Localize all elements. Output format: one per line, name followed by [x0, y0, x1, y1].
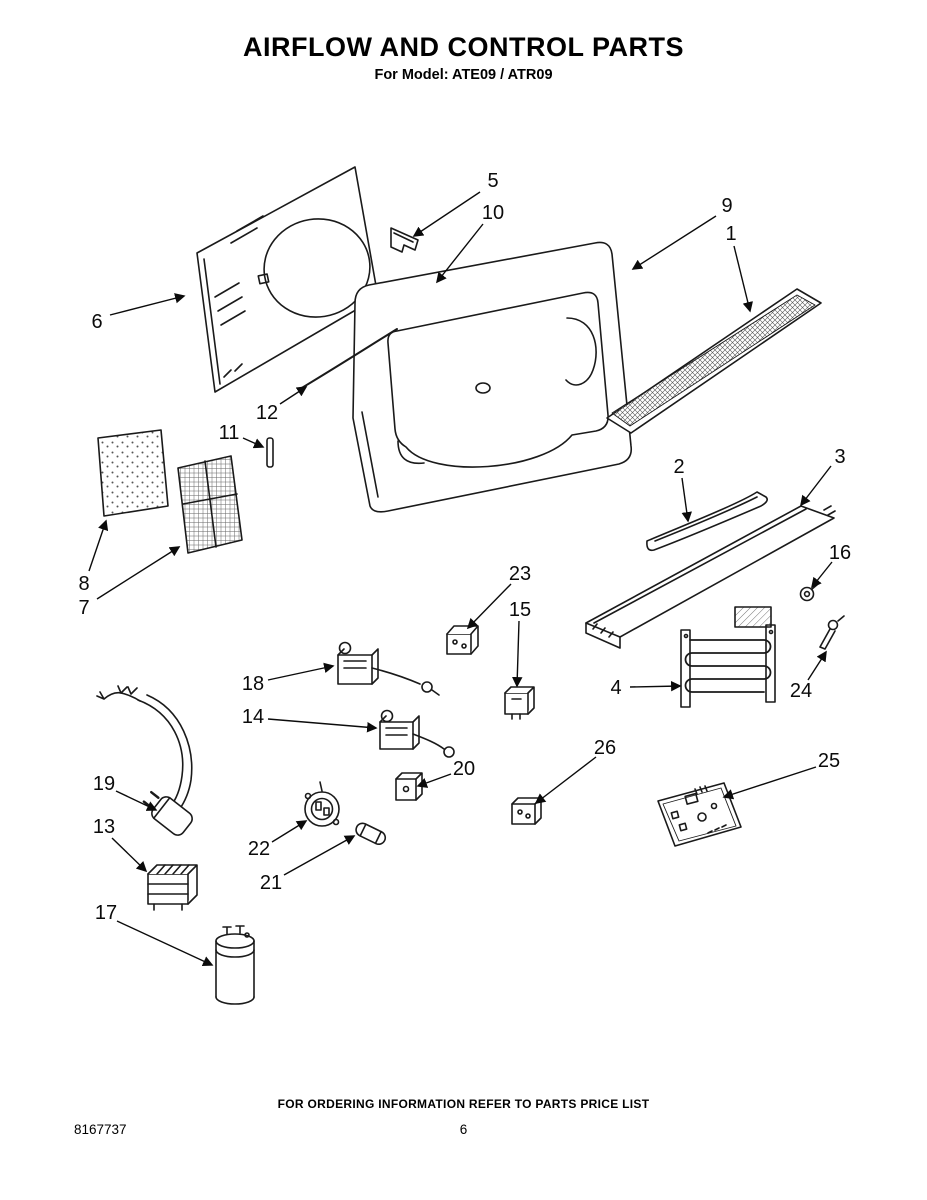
callout-arrow-24 — [807, 650, 827, 681]
part-tube — [299, 328, 398, 390]
callout-arrow-18 — [267, 662, 335, 681]
callout-number-22: 22 — [248, 838, 270, 860]
callout-number-21: 21 — [260, 872, 282, 894]
callout-arrow-5 — [412, 191, 481, 237]
part-grommet — [799, 583, 819, 602]
page-header: AIRFLOW AND CONTROL PARTS For Model: ATE… — [0, 32, 927, 83]
callout-arrow-3 — [800, 465, 832, 507]
callout-arrow-6 — [109, 293, 186, 316]
page-title: AIRFLOW AND CONTROL PARTS — [243, 32, 684, 62]
part-switch-15 — [504, 686, 535, 720]
callout-number-26: 26 — [594, 737, 616, 759]
part-air-filter — [177, 455, 243, 554]
callout-arrow-2 — [681, 477, 692, 523]
callout-arrow-9 — [631, 215, 717, 270]
document-number: 8167737 — [74, 1122, 127, 1137]
callout-number-10: 10 — [482, 202, 504, 224]
callout-number-5: 5 — [487, 170, 498, 192]
callout-number-15: 15 — [509, 599, 531, 621]
part-thermostat-18 — [337, 641, 440, 696]
callout-number-24: 24 — [790, 680, 812, 702]
callout-number-23: 23 — [509, 563, 531, 585]
callout-arrow-15 — [512, 620, 523, 688]
callout-arrow-16 — [811, 561, 833, 589]
part-bracket — [390, 227, 419, 253]
part-capacitor — [215, 925, 255, 1005]
callout-arrow-21 — [283, 835, 356, 876]
part-receptacle — [304, 781, 340, 827]
callout-number-3: 3 — [834, 446, 845, 468]
callout-arrow-4 — [629, 680, 682, 692]
callout-arrow-7 — [96, 546, 181, 600]
part-heater-coil — [680, 606, 776, 708]
part-fuse — [355, 822, 387, 846]
callout-number-1: 1 — [725, 223, 736, 245]
callout-arrow-20 — [416, 773, 452, 788]
page-number: 6 — [459, 1122, 468, 1137]
callout-number-6: 6 — [91, 311, 102, 333]
callout-arrow-23 — [466, 583, 512, 630]
part-switch-23 — [446, 625, 479, 655]
callout-number-2: 2 — [673, 456, 684, 478]
part-air-shroud — [352, 241, 633, 513]
callout-arrow-26 — [534, 756, 597, 804]
callout-number-17: 17 — [95, 902, 117, 924]
part-switch-26 — [511, 797, 542, 825]
callout-number-20: 20 — [453, 758, 475, 780]
callout-number-18: 18 — [242, 673, 264, 695]
part-top-panel — [585, 505, 836, 649]
part-grille — [606, 288, 822, 434]
callout-number-25: 25 — [818, 750, 840, 772]
callout-number-14: 14 — [242, 706, 264, 728]
callout-arrow-10 — [436, 223, 484, 284]
callout-number-19: 19 — [93, 773, 115, 795]
callout-arrow-1 — [733, 245, 753, 313]
callout-number-11: 11 — [219, 422, 240, 444]
model-subtitle: For Model: ATE09 / ATR09 — [374, 67, 553, 83]
callout-arrow-8 — [88, 519, 109, 572]
part-foam-filter — [97, 429, 169, 517]
callout-number-7: 7 — [78, 597, 89, 619]
part-control-board — [657, 782, 742, 847]
callout-arrow-17 — [116, 920, 214, 967]
callout-arrow-12 — [279, 386, 308, 405]
part-thermostat-14 — [379, 709, 455, 758]
callout-arrow-14 — [267, 718, 378, 733]
part-switch-20 — [395, 772, 423, 801]
callout-number-4: 4 — [610, 677, 621, 699]
part-terminal-block — [147, 864, 198, 911]
callout-number-12: 12 — [256, 402, 278, 424]
callout-arrow-22 — [271, 820, 308, 843]
callout-arrow-11 — [242, 437, 265, 449]
callout-number-9: 9 — [721, 195, 732, 217]
part-screw — [819, 615, 845, 650]
callout-arrow-25 — [722, 766, 817, 800]
callout-arrow-13 — [111, 837, 148, 873]
callout-number-13: 13 — [93, 816, 115, 838]
part-pin — [266, 437, 274, 468]
part-deflector — [646, 491, 768, 552]
callout-number-8: 8 — [78, 573, 89, 595]
callout-arrow-19 — [115, 790, 158, 811]
footer-note: FOR ORDERING INFORMATION REFER TO PARTS … — [277, 1097, 650, 1111]
callout-number-16: 16 — [829, 542, 851, 564]
